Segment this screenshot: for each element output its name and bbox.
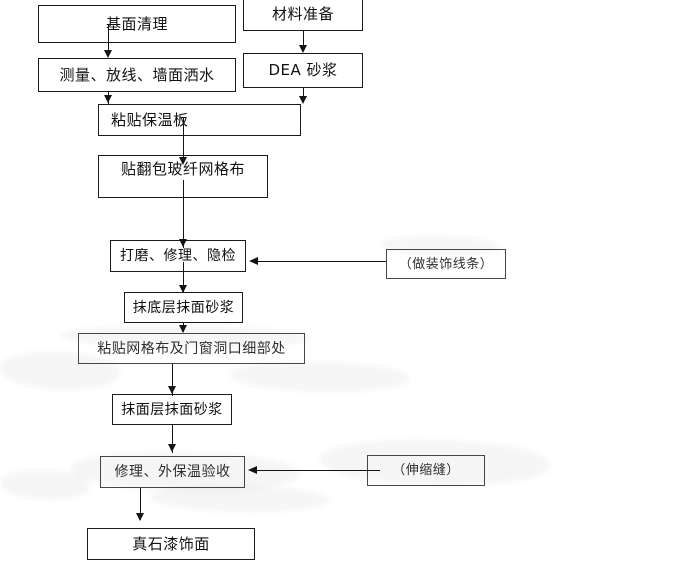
edge-decorative-lines-to-grinding [258, 261, 386, 262]
scan-artifact [0, 470, 90, 500]
arrowhead-down [298, 96, 307, 104]
node-survey-layout-wetting[interactable]: 测量、放线、墙面洒水 [38, 58, 236, 92]
node-label: 测量、放线、墙面洒水 [59, 65, 215, 84]
arrowhead-down [178, 239, 187, 247]
edge-paste-board-to-wrap-mesh [183, 118, 184, 162]
node-label: 抹底层抹面砂浆 [132, 299, 235, 316]
node-label: 抹面层抹面砂浆 [121, 401, 223, 418]
node-label: 粘贴网格布及门窗洞口细部处 [97, 340, 286, 357]
node-label: 基面清理 [105, 14, 168, 33]
arrowhead-down [167, 444, 176, 452]
node-decorative-lines[interactable]: （做装饰线条） [386, 249, 506, 279]
edge-mesh-openings-to-finish-mortar [172, 364, 173, 396]
scan-artifact [150, 486, 330, 512]
arrowhead-down [298, 45, 307, 53]
node-label: 粘贴保温板 [111, 110, 189, 129]
arrowhead-down [103, 50, 112, 58]
edge-material-prep-to-dea [303, 31, 304, 48]
node-label: 材料准备 [271, 5, 334, 23]
node-finish-layer-mortar[interactable]: 抹面层抹面砂浆 [112, 394, 232, 425]
node-label: 真石漆饰面 [132, 534, 210, 553]
edge-grinding-to-base-mortar [183, 262, 184, 293]
edge-dea-to-paste-board [303, 88, 304, 99]
node-base-cleaning[interactable]: 基面清理 [38, 5, 236, 43]
arrowhead-left [248, 465, 257, 474]
arrowhead-left [249, 256, 258, 265]
arrowhead-down [103, 95, 112, 103]
node-base-layer-mortar[interactable]: 抹底层抹面砂浆 [124, 292, 243, 323]
node-grinding-repair-inspection[interactable]: 打磨、修理、隐检 [110, 240, 246, 272]
edge-finish-mortar-to-acceptance [172, 425, 173, 453]
node-mesh-and-openings-detail[interactable]: 粘贴网格布及门窗洞口细部处 [78, 333, 305, 364]
node-label: 贴翻包玻纤网格布 [120, 160, 245, 178]
scan-artifact [230, 362, 410, 392]
node-label: 打磨、修理、隐检 [120, 248, 236, 264]
edge-acceptance-to-stone-paint [140, 488, 141, 520]
edge-base-cleaning-to-survey [108, 24, 109, 54]
node-label: （做装饰线条） [398, 256, 494, 272]
node-label: （伸缩缝） [392, 463, 460, 478]
arrowhead-down [167, 386, 176, 394]
edge-expansion-joint-to-acceptance [257, 470, 380, 471]
arrowhead-down [178, 157, 187, 165]
node-stone-paint-finish[interactable]: 真石漆饰面 [87, 528, 255, 560]
node-paste-insulation-board[interactable]: 粘贴保温板 [98, 104, 301, 136]
arrowhead-down [178, 285, 187, 293]
node-expansion-joint[interactable]: （伸缩缝） [367, 455, 485, 486]
node-material-prep[interactable]: 材料准备 [243, 0, 363, 31]
node-label: 修理、外保温验收 [114, 464, 231, 480]
node-dea-mortar[interactable]: DEA 砂浆 [243, 53, 363, 88]
node-label: DEA 砂浆 [268, 61, 338, 79]
arrowhead-down [178, 325, 187, 333]
node-repair-and-acceptance[interactable]: 修理、外保温验收 [100, 456, 245, 488]
edge-wrap-mesh-to-grinding [183, 180, 184, 248]
arrowhead-down [135, 513, 144, 521]
